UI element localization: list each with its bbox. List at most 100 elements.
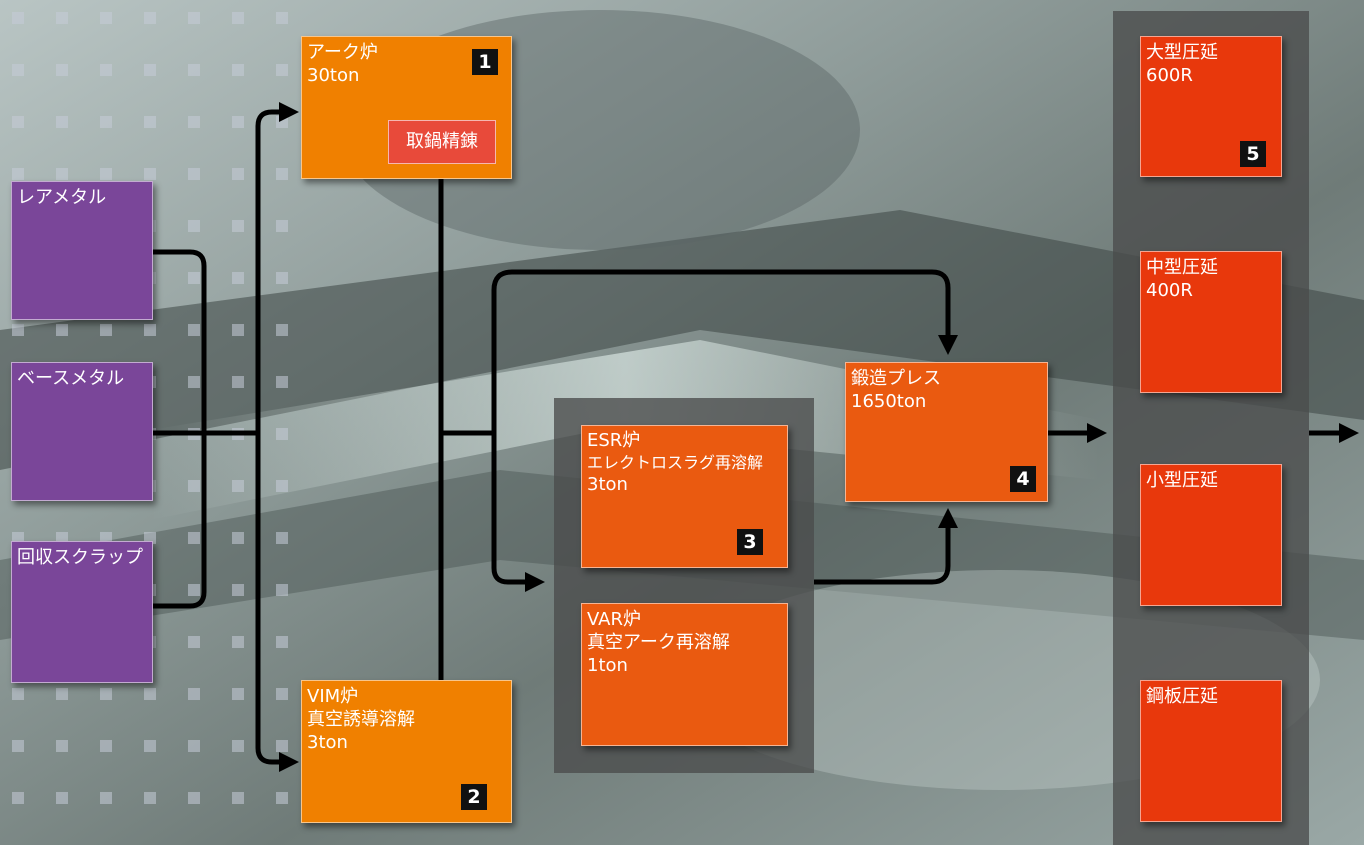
- background-dot: [232, 636, 244, 648]
- background-dot: [100, 168, 112, 180]
- background-dot: [188, 740, 200, 752]
- background-dot: [232, 532, 244, 544]
- furnace-name: アーク炉: [307, 42, 378, 63]
- background-dot: [12, 792, 24, 804]
- background-dot: [12, 740, 24, 752]
- background-dot: [100, 116, 112, 128]
- background-dot: [188, 480, 200, 492]
- step-badge-1: 1: [472, 49, 498, 75]
- background-dot: [188, 376, 200, 388]
- press-capacity: 1650ton: [851, 391, 927, 412]
- background-dot: [232, 324, 244, 336]
- forging-press-box: 鍛造プレス 1650ton 4: [845, 362, 1048, 502]
- background-dot: [188, 168, 200, 180]
- step-badge-5: 5: [1240, 141, 1266, 167]
- background-dot: [276, 792, 288, 804]
- background-dot: [232, 168, 244, 180]
- background-dot: [188, 324, 200, 336]
- background-dot: [276, 116, 288, 128]
- background-dot: [100, 324, 112, 336]
- background-dot: [276, 532, 288, 544]
- vim-furnace-box: VIM炉 真空誘導溶解 3ton 2: [301, 680, 512, 823]
- background-dot: [232, 12, 244, 24]
- background-dot: [144, 740, 156, 752]
- background-dot: [232, 792, 244, 804]
- background-dot: [56, 168, 68, 180]
- ladle-refining-box: 取鍋精錬: [388, 120, 496, 164]
- background-dot: [56, 64, 68, 76]
- background-dot: [276, 272, 288, 284]
- background-dot: [188, 12, 200, 24]
- background-dot: [144, 64, 156, 76]
- mill-name: 小型圧延: [1146, 470, 1218, 491]
- furnace-capacity: 1ton: [587, 655, 628, 676]
- furnace-capacity: 30ton: [307, 65, 360, 86]
- background-dot: [232, 272, 244, 284]
- furnace-name: ESR炉: [587, 430, 641, 451]
- background-dot: [276, 324, 288, 336]
- background-dot: [276, 688, 288, 700]
- background-dot: [188, 220, 200, 232]
- background-dot: [188, 792, 200, 804]
- background-dot: [188, 584, 200, 596]
- background-dot: [276, 220, 288, 232]
- step-badge-4: 4: [1010, 466, 1036, 492]
- background-dot: [144, 168, 156, 180]
- background-dot: [56, 116, 68, 128]
- small-rolling-box: 小型圧延: [1140, 464, 1282, 606]
- furnace-name: VIM炉: [307, 686, 359, 707]
- background-dot: [232, 376, 244, 388]
- plate-rolling-box: 鋼板圧延: [1140, 680, 1282, 822]
- background-dot: [276, 12, 288, 24]
- large-rolling-box: 大型圧延 600R 5: [1140, 36, 1282, 177]
- background-dot: [276, 584, 288, 596]
- background-dot: [188, 532, 200, 544]
- background-dot: [12, 688, 24, 700]
- background-dot: [276, 636, 288, 648]
- input-base-metal: ベースメタル: [11, 362, 153, 501]
- background-dot: [56, 324, 68, 336]
- background-dot: [276, 168, 288, 180]
- input-label: レアメタル: [17, 187, 107, 208]
- medium-rolling-box: 中型圧延 400R: [1140, 251, 1282, 393]
- furnace-process: 真空誘導溶解: [307, 709, 415, 730]
- background-dot: [100, 688, 112, 700]
- furnace-capacity: 3ton: [307, 732, 348, 753]
- background-dot: [144, 688, 156, 700]
- background-dot: [100, 12, 112, 24]
- input-recovered-scrap: 回収スクラップ: [11, 541, 153, 683]
- press-name: 鍛造プレス: [851, 368, 941, 389]
- input-label: ベースメタル: [17, 368, 125, 389]
- mill-size: 400R: [1146, 280, 1193, 301]
- furnace-capacity: 3ton: [587, 474, 628, 495]
- background-dot: [100, 740, 112, 752]
- background-dot: [144, 12, 156, 24]
- mill-size: 600R: [1146, 65, 1193, 86]
- background-dot: [12, 12, 24, 24]
- input-rare-metal: レアメタル: [11, 181, 153, 320]
- mill-name: 中型圧延: [1146, 257, 1218, 278]
- background-dot: [56, 12, 68, 24]
- furnace-name: VAR炉: [587, 609, 641, 630]
- background-dot: [56, 740, 68, 752]
- background-dot: [12, 324, 24, 336]
- background-dot: [276, 740, 288, 752]
- background-dot: [232, 740, 244, 752]
- var-furnace-box: VAR炉 真空アーク再溶解 1ton: [581, 603, 788, 746]
- background-dot: [144, 116, 156, 128]
- mill-name: 鋼板圧延: [1146, 686, 1218, 707]
- furnace-process: エレクトロスラグ再溶解: [587, 453, 764, 472]
- background-dot: [232, 584, 244, 596]
- background-dot: [56, 688, 68, 700]
- background-dot: [188, 636, 200, 648]
- background-dot: [100, 792, 112, 804]
- input-label: 回収スクラップ: [17, 547, 143, 568]
- background-dot: [276, 64, 288, 76]
- background-dot: [232, 480, 244, 492]
- background-dot: [188, 428, 200, 440]
- step-badge-2: 2: [461, 784, 487, 810]
- background-dot: [12, 116, 24, 128]
- background-dot: [144, 792, 156, 804]
- background-dot: [276, 376, 288, 388]
- background-dot: [276, 428, 288, 440]
